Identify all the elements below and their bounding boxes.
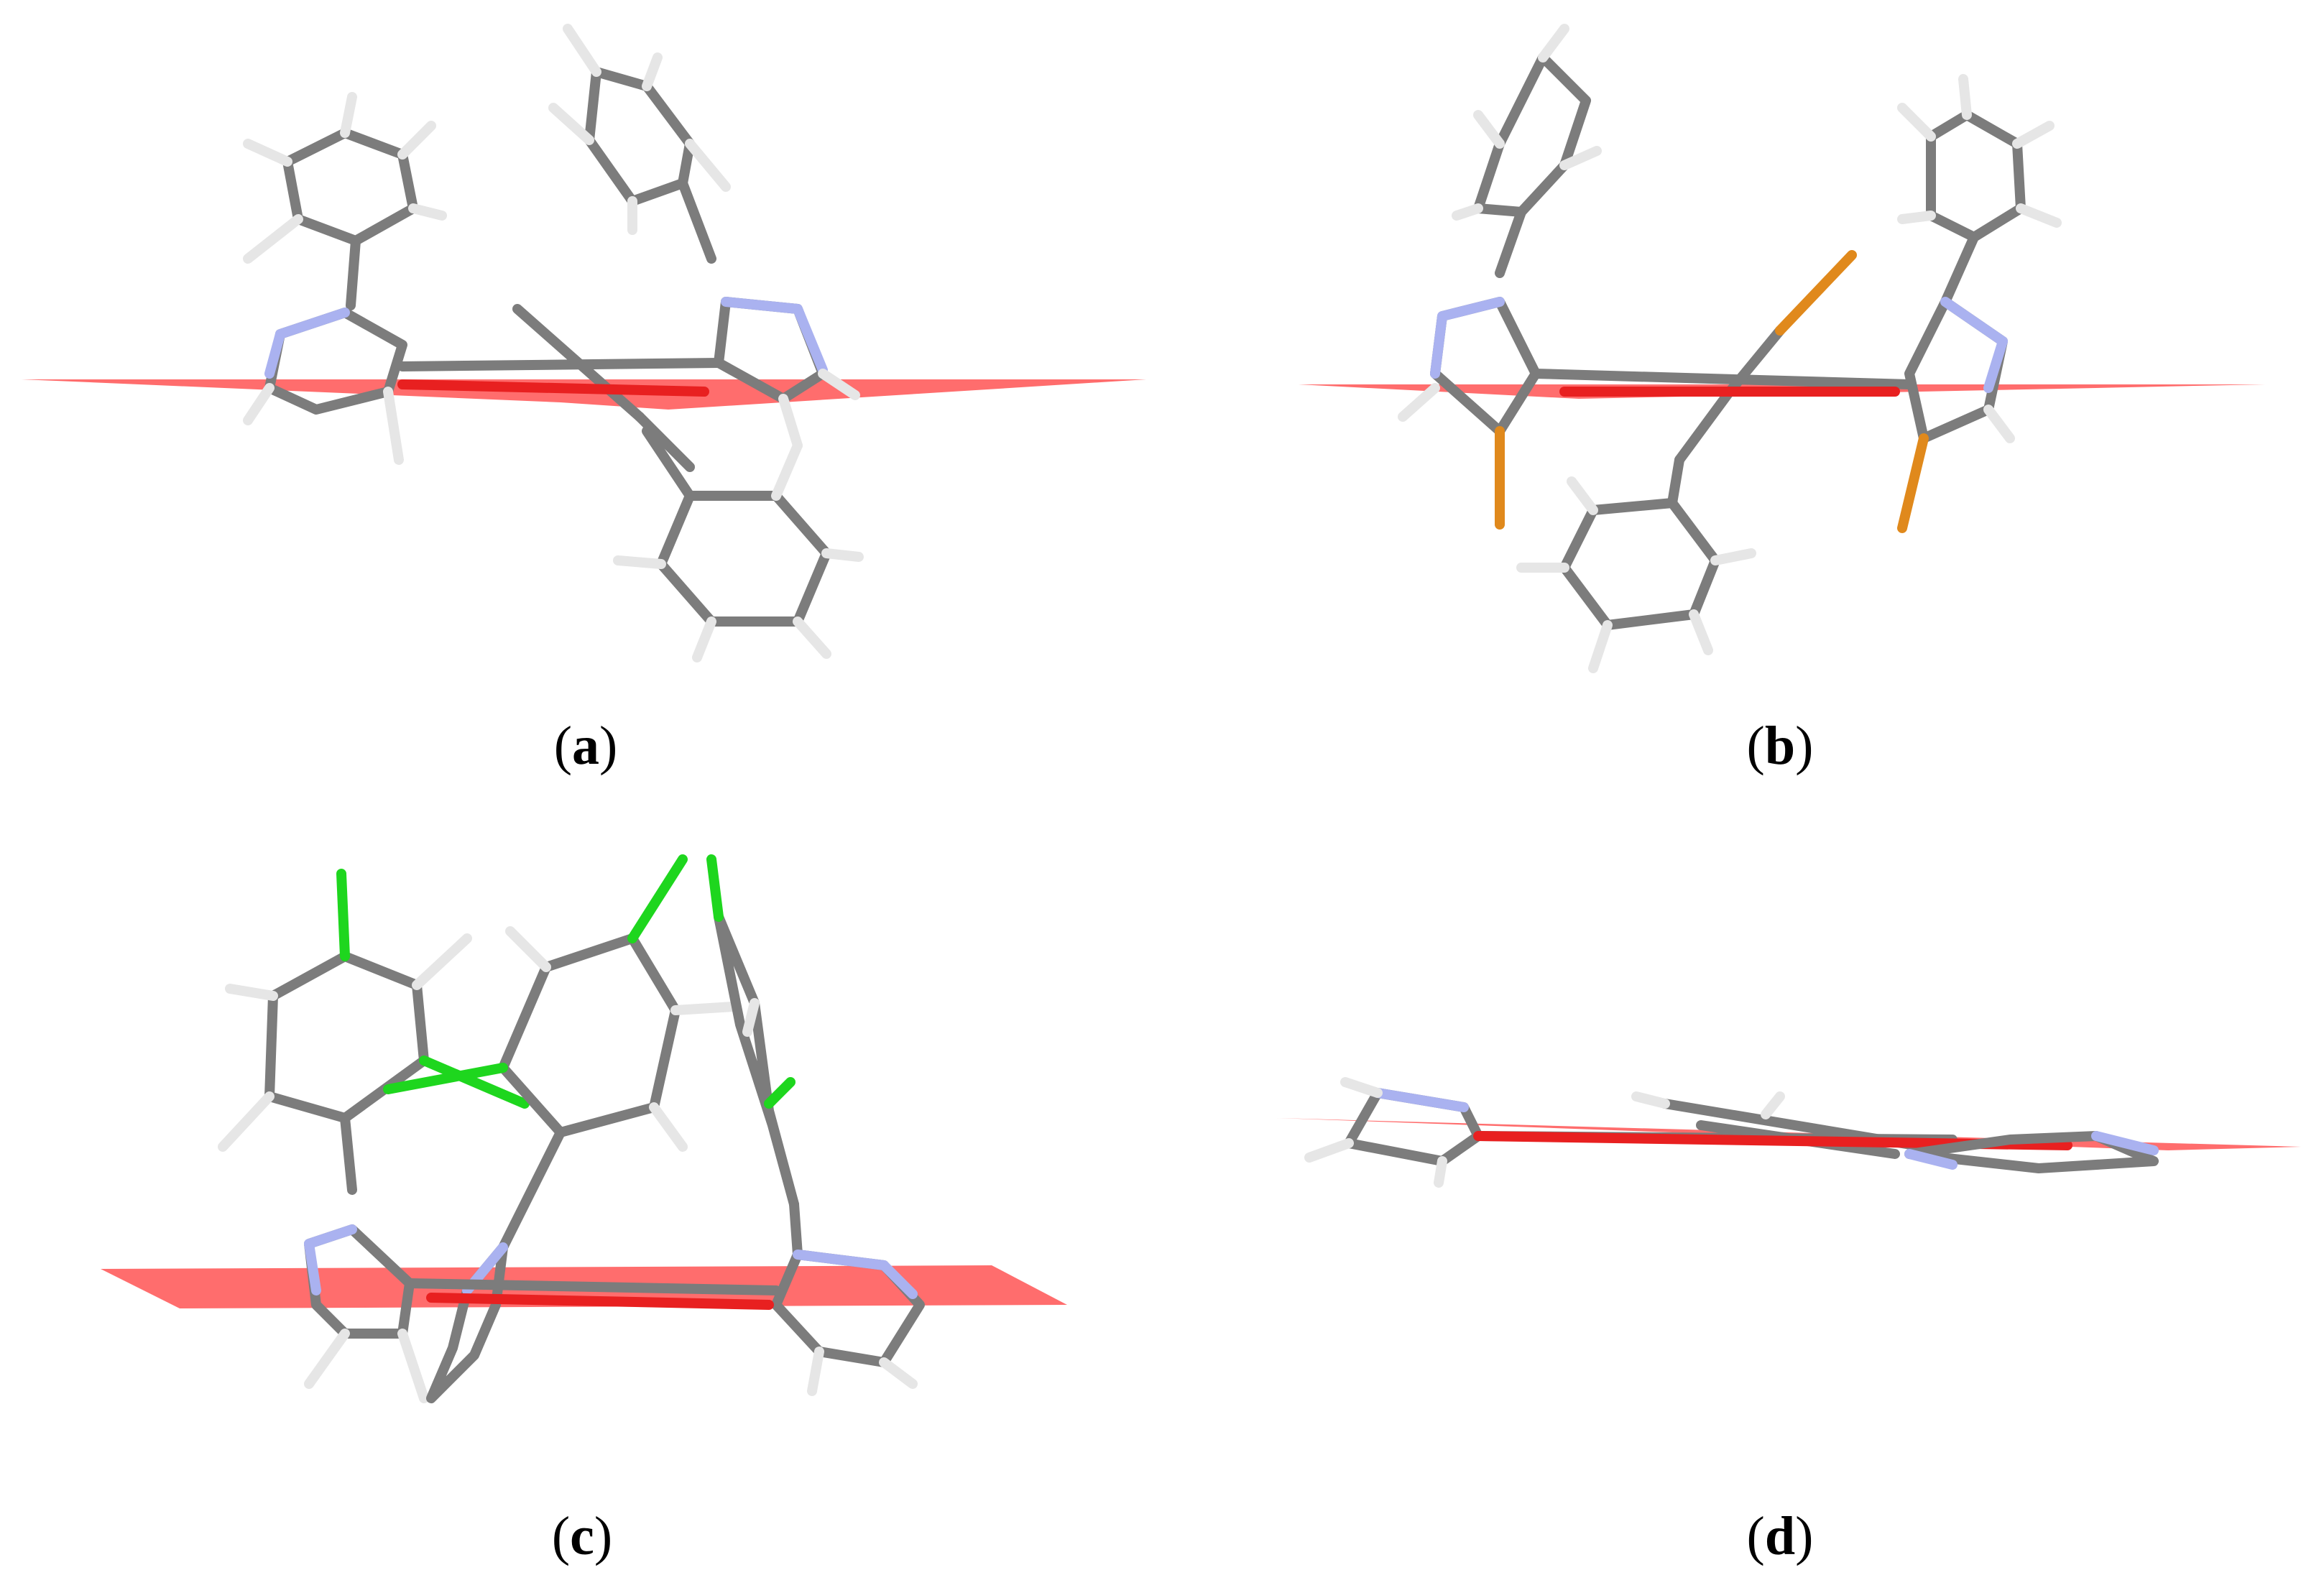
chlorine-bond xyxy=(627,854,688,943)
chlorine-bond xyxy=(764,1077,796,1109)
mean-plane xyxy=(22,379,1146,410)
panel-label: (a) xyxy=(553,716,618,776)
pyrazole-ring xyxy=(1430,297,1541,436)
molecule-a xyxy=(22,24,1146,662)
nitrogen-atoms xyxy=(793,1250,918,1299)
hydrogen-atoms xyxy=(807,1347,918,1396)
hydrogen-atoms xyxy=(1897,74,2062,228)
panel-d: (d) xyxy=(1162,788,2324,1575)
nitrogen-atoms xyxy=(1904,1131,2159,1170)
phenyl-ring xyxy=(1559,455,1720,630)
panel-label: (d) xyxy=(1746,1506,1814,1566)
bromine-bond xyxy=(1897,433,1929,533)
molecule-c xyxy=(101,854,1067,1403)
hydrogen-atoms xyxy=(304,1329,429,1403)
nitrogen-atoms xyxy=(1373,1088,1469,1112)
hydrogen-atoms xyxy=(1398,383,1440,422)
panel-b: (b) xyxy=(1162,0,2324,788)
hydrogen-atoms xyxy=(742,998,760,1037)
hydrogen-atoms xyxy=(1452,24,1602,221)
phenyl-ring xyxy=(642,426,831,627)
nitrogen-atoms xyxy=(1940,297,2008,393)
hydrogen-atoms xyxy=(613,440,864,662)
molecule-b xyxy=(1299,24,2265,673)
phenyl-ring xyxy=(584,67,716,264)
hydrogen-atoms xyxy=(1631,1091,1785,1119)
chlorine-bond xyxy=(706,854,724,922)
hydrogen-atoms xyxy=(778,369,860,451)
panel-label: (c) xyxy=(551,1506,613,1566)
hydrogen-atoms xyxy=(1516,476,1756,673)
nitrogen-atoms xyxy=(721,297,828,375)
hydrogen-atoms xyxy=(505,926,738,1152)
hydrogen-atoms xyxy=(243,92,447,264)
panel-c: (c) xyxy=(0,788,1162,1575)
nitrogen-atoms xyxy=(1430,297,1505,379)
central-ring xyxy=(1531,325,1914,465)
nitrogen-atoms xyxy=(304,1224,357,1295)
molecule-d xyxy=(1277,1077,2301,1188)
central-ring xyxy=(397,304,724,472)
pyrazole-ring xyxy=(1904,1131,2159,1173)
hydrogen-atoms xyxy=(548,24,731,235)
chlorine-bond xyxy=(383,1063,508,1094)
phenyl-ring xyxy=(1926,110,2026,307)
hydrogen-atoms xyxy=(1983,405,2015,443)
chlorine-bond xyxy=(419,1056,530,1109)
nitrogen-atoms xyxy=(264,308,350,379)
phenyl-ring xyxy=(282,128,418,310)
panel-label: (b) xyxy=(1746,716,1814,776)
bromine-bond xyxy=(1775,250,1857,336)
hydrogen-atoms xyxy=(218,933,472,1152)
hydrogen-atoms xyxy=(1304,1077,1447,1188)
panel-a: (a) xyxy=(0,0,1162,788)
central-ring xyxy=(405,1278,781,1295)
in-plane-bonds xyxy=(397,379,709,397)
hydrogen-atoms xyxy=(243,383,404,465)
phenyl-ring xyxy=(264,951,429,1195)
chlorine-bond xyxy=(336,869,350,961)
in-plane-bonds xyxy=(426,1293,774,1310)
phenyl-ring xyxy=(498,933,681,1252)
